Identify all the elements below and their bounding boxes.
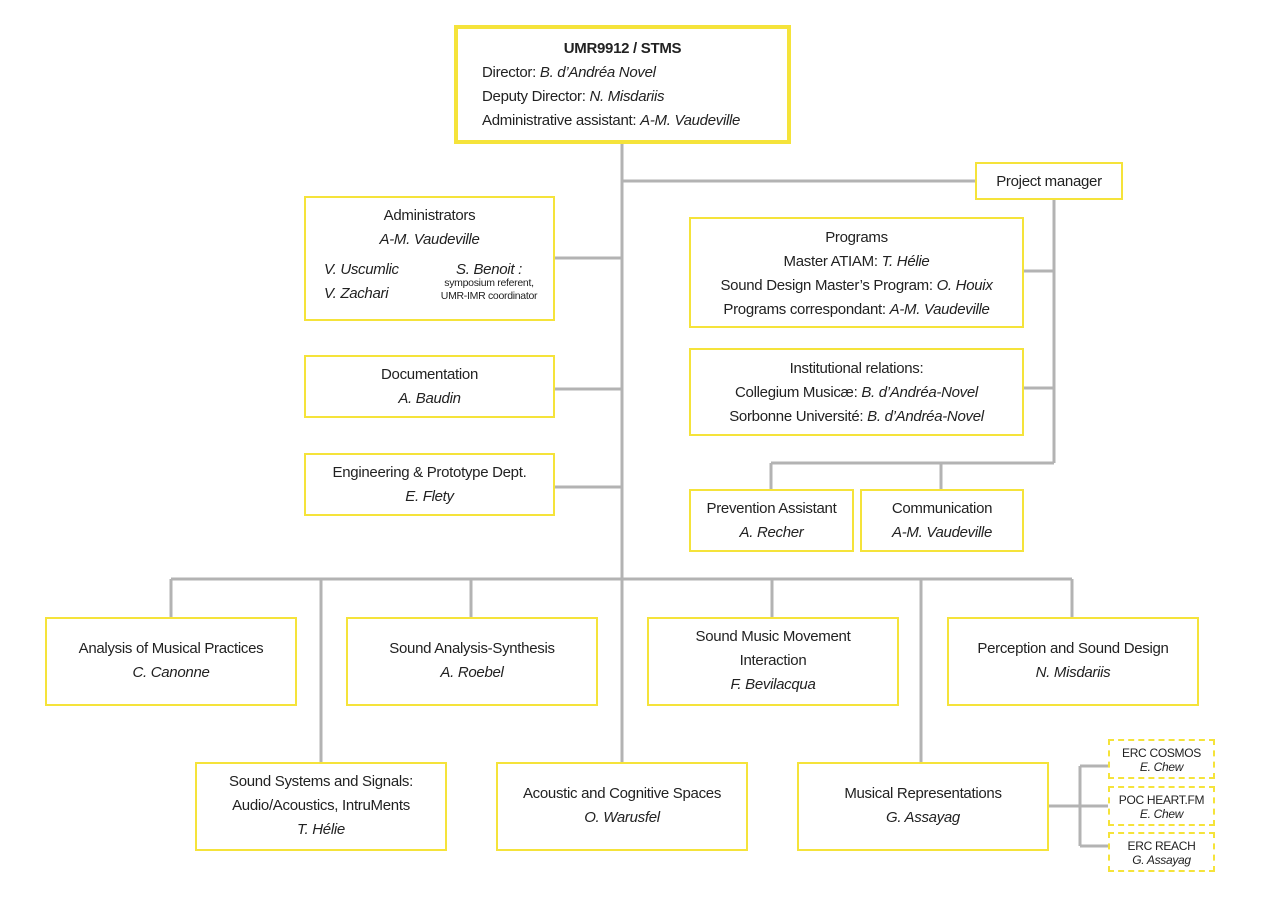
- engineering-name: E. Flety: [405, 488, 454, 505]
- prevention-assistant-box: Prevention Assistant A. Recher: [689, 489, 854, 552]
- unit-title: UMR9912 / STMS: [563, 40, 682, 57]
- project-box: ERC REACH G. Assayag: [1108, 832, 1215, 872]
- team-leader: T. Hélie: [297, 821, 345, 838]
- administrators-title: Administrators: [383, 207, 476, 224]
- team-box: Sound Analysis-Synthesis A. Roebel: [346, 617, 598, 706]
- director-row: Director: B. d’Andréa Novel: [482, 64, 656, 81]
- team-box: Analysis of Musical Practices C. Canonne: [45, 617, 297, 706]
- team-box: Musical Representations G. Assayag: [797, 762, 1049, 851]
- project-title: ERC REACH: [1127, 839, 1196, 853]
- project-box: POC HEART.FM E. Chew: [1108, 786, 1215, 826]
- team-leader: G. Assayag: [886, 809, 960, 826]
- engineering-title: Engineering & Prototype Dept.: [332, 464, 527, 481]
- assistant-name: A-M. Vaudeville: [640, 112, 741, 129]
- deputy-name: N. Misdariis: [589, 88, 665, 105]
- team-leader: O. Warusfel: [584, 809, 660, 826]
- team-title: Sound Systems and Signals:: [229, 773, 413, 790]
- institutional-title: Institutional relations:: [789, 360, 924, 377]
- programs-title: Programs: [825, 229, 888, 246]
- project-manager-title: Project manager: [996, 173, 1102, 190]
- team-title: Sound Music Movement: [695, 628, 851, 645]
- assistant-row: Administrative assistant: A-M. Vaudevill…: [482, 112, 741, 129]
- team-title-line2: Audio/Acoustics, IntruMents: [232, 797, 410, 814]
- communication-box: Communication A-M. Vaudeville: [860, 489, 1024, 552]
- documentation-box: Documentation A. Baudin: [304, 355, 555, 418]
- team-title: Musical Representations: [844, 785, 1002, 802]
- team-leader: A. Roebel: [440, 664, 504, 681]
- communication-title: Communication: [891, 500, 993, 517]
- programs-line: Sound Design Master’s Program: O. Houix: [720, 277, 993, 294]
- team-box: Perception and Sound Design N. Misdariis: [947, 617, 1199, 706]
- project-lead: E. Chew: [1139, 807, 1184, 821]
- director-box: UMR9912 / STMS Director: B. d’Andréa Nov…: [454, 25, 791, 144]
- project-manager-box: Project manager: [975, 162, 1123, 200]
- project-title: ERC COSMOS: [1121, 746, 1201, 760]
- team-title: Sound Analysis-Synthesis: [389, 640, 555, 657]
- team-title-line2: Interaction: [739, 652, 807, 669]
- team-box: Sound Music Movement Interaction F. Bevi…: [647, 617, 899, 706]
- team-leader: N. Misdariis: [1035, 664, 1111, 681]
- team-leader: C. Canonne: [132, 664, 210, 681]
- team-leader: F. Bevilacqua: [730, 676, 816, 693]
- project-box: ERC COSMOS E. Chew: [1108, 739, 1215, 779]
- prevention-name: A. Recher: [739, 524, 804, 541]
- administrator-member: V. Uscumlic: [324, 261, 399, 278]
- team-box: Sound Systems and Signals: Audio/Acousti…: [195, 762, 447, 851]
- team-title: Perception and Sound Design: [977, 640, 1169, 657]
- administrator-note: UMR-IMR coordinator: [440, 290, 538, 302]
- institutional-line: Collegium Musicæ: B. d’Andréa-Novel: [735, 384, 978, 401]
- documentation-name: A. Baudin: [398, 390, 461, 407]
- administrator-note: symposium referent,: [444, 277, 534, 289]
- administrator-member: S. Benoit :: [456, 261, 522, 278]
- prevention-title: Prevention Assistant: [706, 500, 837, 517]
- project-title: POC HEART.FM: [1118, 793, 1205, 807]
- institutional-relations-box: Institutional relations: Collegium Music…: [689, 348, 1024, 436]
- documentation-title: Documentation: [381, 366, 478, 383]
- team-title: Acoustic and Cognitive Spaces: [522, 785, 722, 802]
- project-lead: E. Chew: [1139, 760, 1184, 774]
- programs-box: Programs Master ATIAM: T. Hélie Sound De…: [689, 217, 1024, 328]
- administrators-lead: A-M. Vaudeville: [379, 231, 480, 248]
- engineering-box: Engineering & Prototype Dept. E. Flety: [304, 453, 555, 516]
- programs-line: Programs correspondant: A-M. Vaudeville: [723, 301, 990, 318]
- administrator-member: V. Zachari: [324, 285, 389, 302]
- director-name: B. d’Andréa Novel: [539, 64, 656, 81]
- administrators-box: Administrators A-M. Vaudeville V. Uscuml…: [304, 196, 555, 321]
- team-title: Analysis of Musical Practices: [78, 640, 264, 657]
- communication-name: A-M. Vaudeville: [892, 524, 992, 541]
- deputy-row: Deputy Director: N. Misdariis: [482, 88, 665, 105]
- programs-line: Master ATIAM: T. Hélie: [783, 253, 930, 270]
- institutional-line: Sorbonne Université: B. d’Andréa-Novel: [729, 408, 984, 425]
- team-box: Acoustic and Cognitive Spaces O. Warusfe…: [496, 762, 748, 851]
- project-lead: G. Assayag: [1132, 853, 1191, 867]
